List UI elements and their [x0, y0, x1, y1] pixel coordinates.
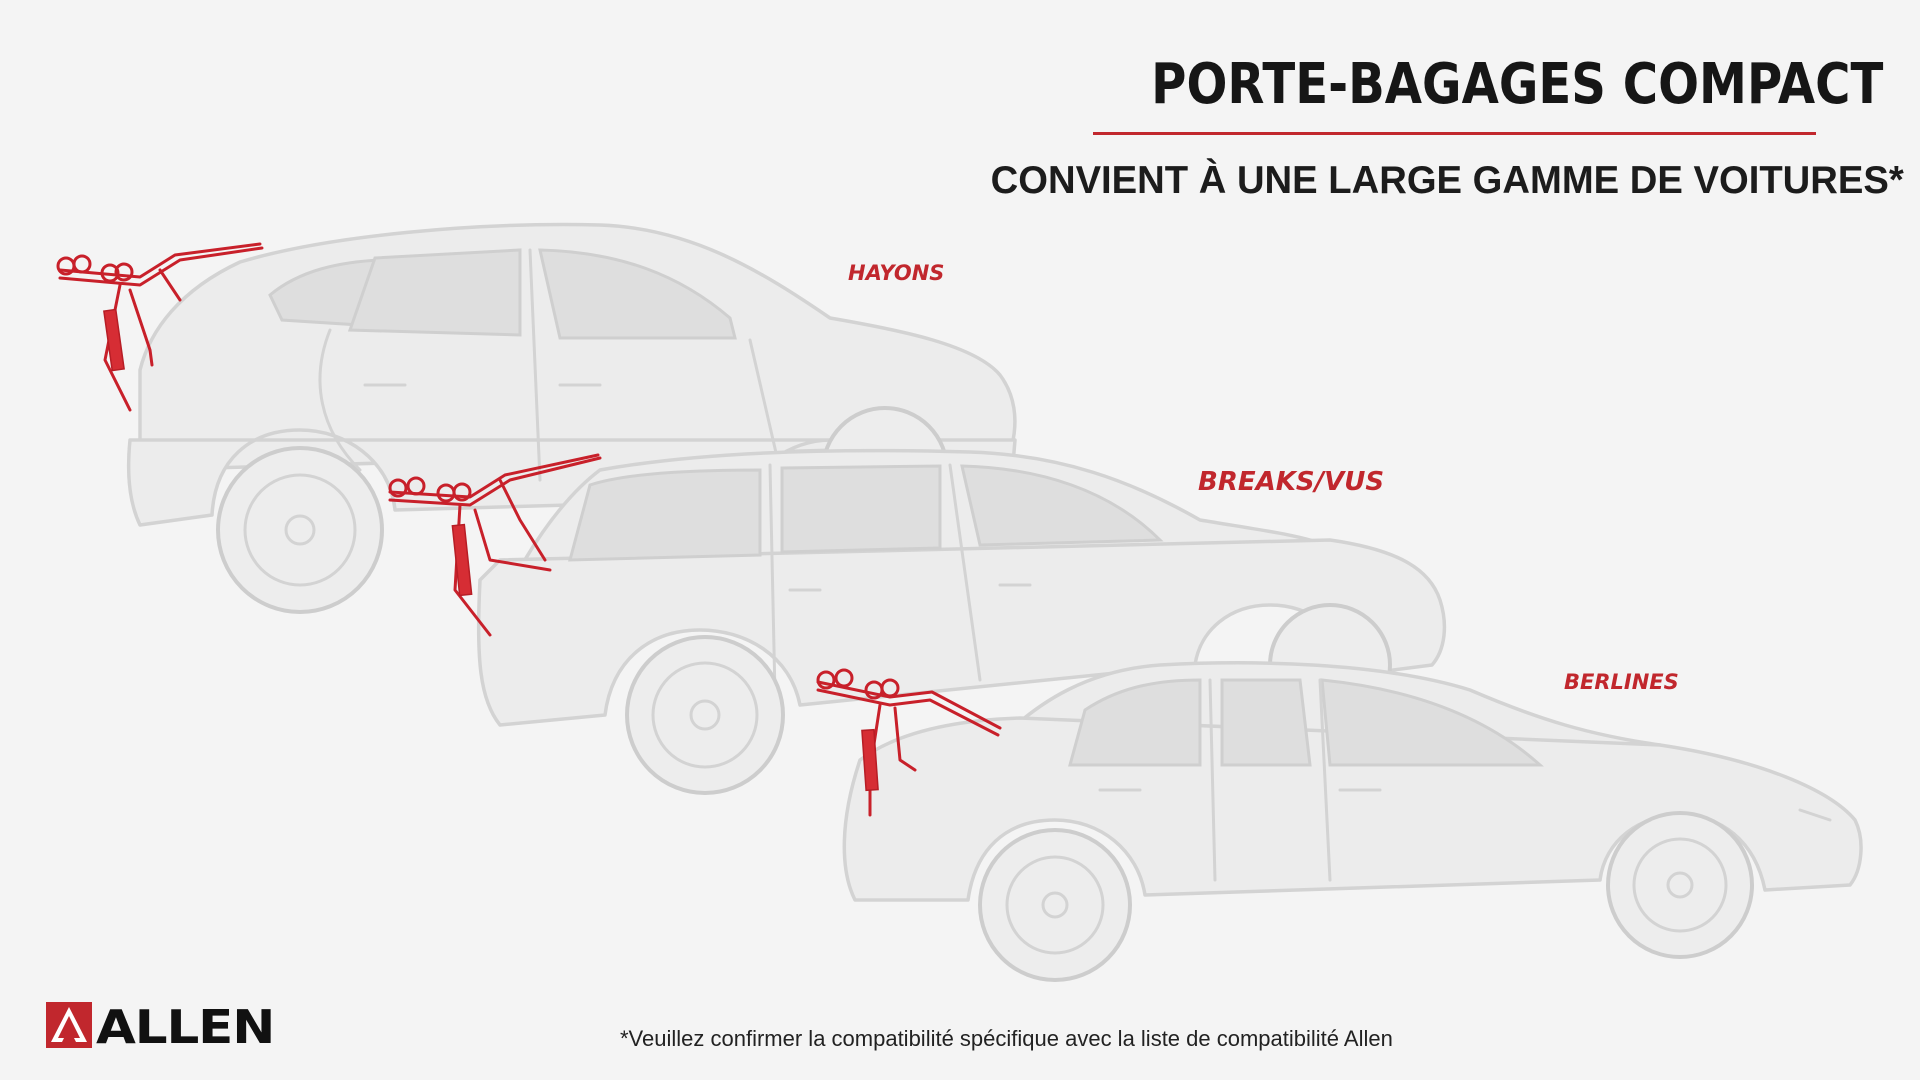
- title-underline: [1093, 132, 1816, 135]
- label-hatchbacks: HAYONS: [848, 261, 945, 285]
- hatchback-car-drawing: [126, 222, 1017, 614]
- label-wagons: BREAKS/VUS: [1198, 467, 1385, 497]
- page-subtitle: CONVIENT À UNE LARGE GAMME DE VOITURES*: [990, 159, 1904, 202]
- wagon-car-drawing: [476, 448, 1447, 795]
- compatibility-footnote: *Veuillez confirmer la compatibilité spé…: [620, 1026, 1393, 1051]
- allen-logo: ALLEN: [46, 1000, 316, 1054]
- triangle-logo-icon: [46, 1002, 92, 1048]
- sedan-car-drawing: [842, 661, 1863, 982]
- bike-rack-hatchback: [56, 242, 264, 412]
- label-sedans: BERLINES: [1564, 670, 1679, 694]
- bike-rack-wagon: [388, 453, 602, 637]
- page-title: PORTE-BAGAGES COMPACT: [1150, 52, 1883, 117]
- bike-rack-sedan: [816, 668, 1002, 817]
- brand-name: ALLEN: [96, 1000, 275, 1054]
